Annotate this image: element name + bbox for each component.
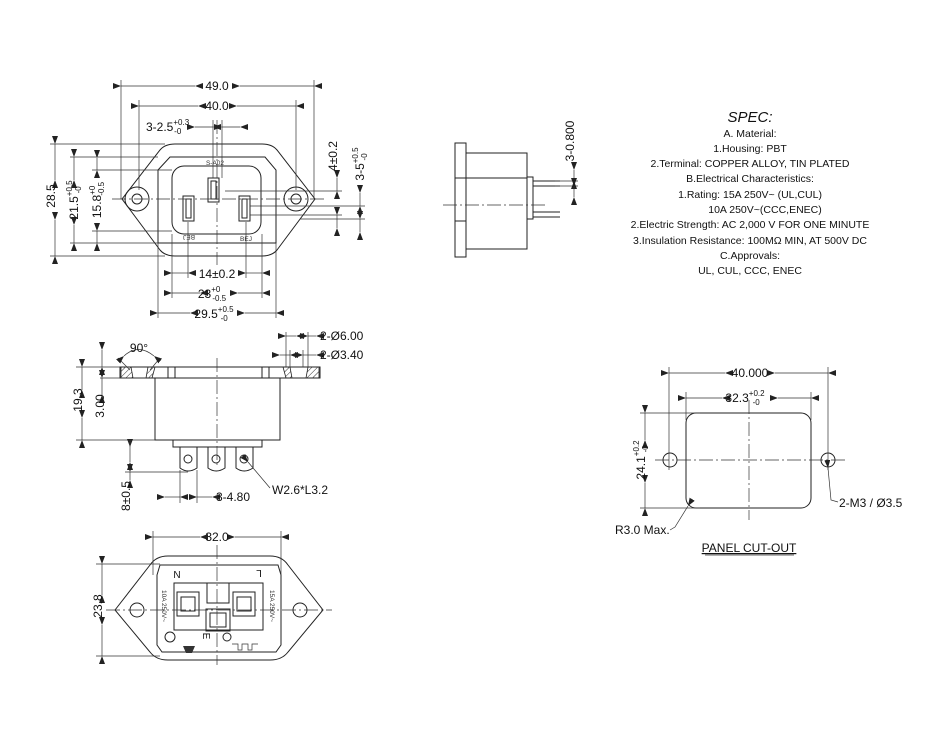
rating-left: 10A 250V~ <box>160 590 167 622</box>
dim-body-width: 29.5+0.5-0 <box>194 305 234 323</box>
enec-mark-icon <box>183 646 195 653</box>
dim-flange: 3.00 <box>93 394 107 418</box>
front-body <box>154 377 281 441</box>
rating-right: 15A 250V~ <box>268 590 275 622</box>
dim-hole-spacing: 40.000 <box>732 366 769 380</box>
dim-terminal-length: 8±0.5 <box>119 481 133 511</box>
dim-hole-dia: 3-5+0.5-0 <box>351 147 369 181</box>
dim-pin-offset: 4±0.2 <box>326 141 340 171</box>
spec-line: 2.Terminal: COPPER ALLOY, TIN PLATED <box>651 158 850 170</box>
label-earth: E <box>200 633 211 640</box>
top-view: S-A02 BEJ BEJ 49.0 40.0 3-2.5+0.3 <box>44 79 369 323</box>
terminal-l <box>232 591 256 617</box>
spec-line: 1.Rating: 15A 250V~ (UL,CUL) <box>678 189 822 201</box>
cert-mark-icon <box>164 631 176 643</box>
panel-cutout-title: PANEL CUT-OUT <box>702 541 797 555</box>
cert-mark-2-icon <box>232 643 258 651</box>
side-view: 3-0.800 <box>443 120 578 258</box>
dim-height: 23.8 <box>91 594 105 618</box>
pin-right <box>238 195 251 222</box>
dim-width: 32.0 <box>205 530 229 544</box>
spec-block: SPEC: A. Material: 1.Housing: PBT 2.Term… <box>631 109 870 277</box>
side-flange <box>454 142 467 258</box>
spec-line: A. Material: <box>723 128 776 140</box>
spec-line: 1.Housing: PBT <box>713 143 787 155</box>
bottom-view: N L E 10A 250V~ 15A 250V~ 32.0 23.8 <box>91 530 332 665</box>
terminals <box>179 446 254 472</box>
spec-line: 10A 250V~(CCC,ENEC) <box>708 204 822 216</box>
pin-earth <box>207 177 220 203</box>
dim-socket-height: 15.8+0-0.5 <box>88 181 106 218</box>
pin-left <box>182 195 195 222</box>
dim-body-height: 21.5+0.5-0 <box>65 180 83 220</box>
spec-line: 2.Electric Strength: AC 2,000 V FOR ONE … <box>631 219 870 231</box>
mark-model: S-A02 <box>206 160 224 167</box>
bottom-outline <box>114 555 324 661</box>
spec-title: SPEC: <box>727 109 772 126</box>
dim-hole: 2-Ø3.40 <box>320 348 364 362</box>
dim-width: 32.3+0.2-0 <box>725 389 765 407</box>
dim-terminal-width: 3-4.80 <box>216 490 250 504</box>
panel-cutout: 40.000 32.3+0.2-0 24.1+0.2-0 2-M3 / Ø3.5… <box>615 366 903 556</box>
dim-terminal-hole: W2.6*L3.2 <box>272 483 328 497</box>
cutout-rect <box>685 412 812 509</box>
dim-total-height: 19.3 <box>71 388 85 412</box>
front-view: 90° 2-Ø6.00 2-Ø3.40 19.3 3.00 8±0.5 3-4.… <box>71 329 364 511</box>
dim-height: 24.1+0.2-0 <box>632 440 650 480</box>
dim-socket-width: 23+0-0.5 <box>198 285 227 303</box>
dim-pin-thickness: 3-0.800 <box>563 120 577 161</box>
dim-hole-spacing: 40.0 <box>205 99 229 113</box>
mark-left: BEJ <box>183 233 195 240</box>
dim-counterbore: 2-Ø6.00 <box>320 329 364 343</box>
dim-radius: R3.0 Max. <box>615 523 670 537</box>
dim-overall-width: 49.0 <box>205 79 229 93</box>
dim-holes: 2-M3 / Ø3.5 <box>839 496 903 510</box>
side-body <box>465 152 528 250</box>
terminal-e <box>205 608 231 632</box>
dim-pin-spacing: 14±0.2 <box>199 267 236 281</box>
dim-overall-height: 28.5 <box>44 184 58 208</box>
spec-line: 3.Insulation Resistance: 100MΩ MIN, AT 5… <box>633 235 867 247</box>
label-neutral: N <box>173 570 180 581</box>
spec-line: UL, CUL, CCC, ENEC <box>698 265 802 277</box>
ground-symbol-icon <box>222 632 232 642</box>
spec-line: B.Electrical Characteristics: <box>686 173 814 185</box>
label-line: L <box>256 567 262 578</box>
spec-line: C.Approvals: <box>720 250 780 262</box>
socket-opening <box>171 165 262 235</box>
dim-angle: 90° <box>130 341 148 355</box>
dim-pin-width: 3-2.5+0.3-0 <box>146 118 190 136</box>
terminal-n <box>176 591 200 617</box>
